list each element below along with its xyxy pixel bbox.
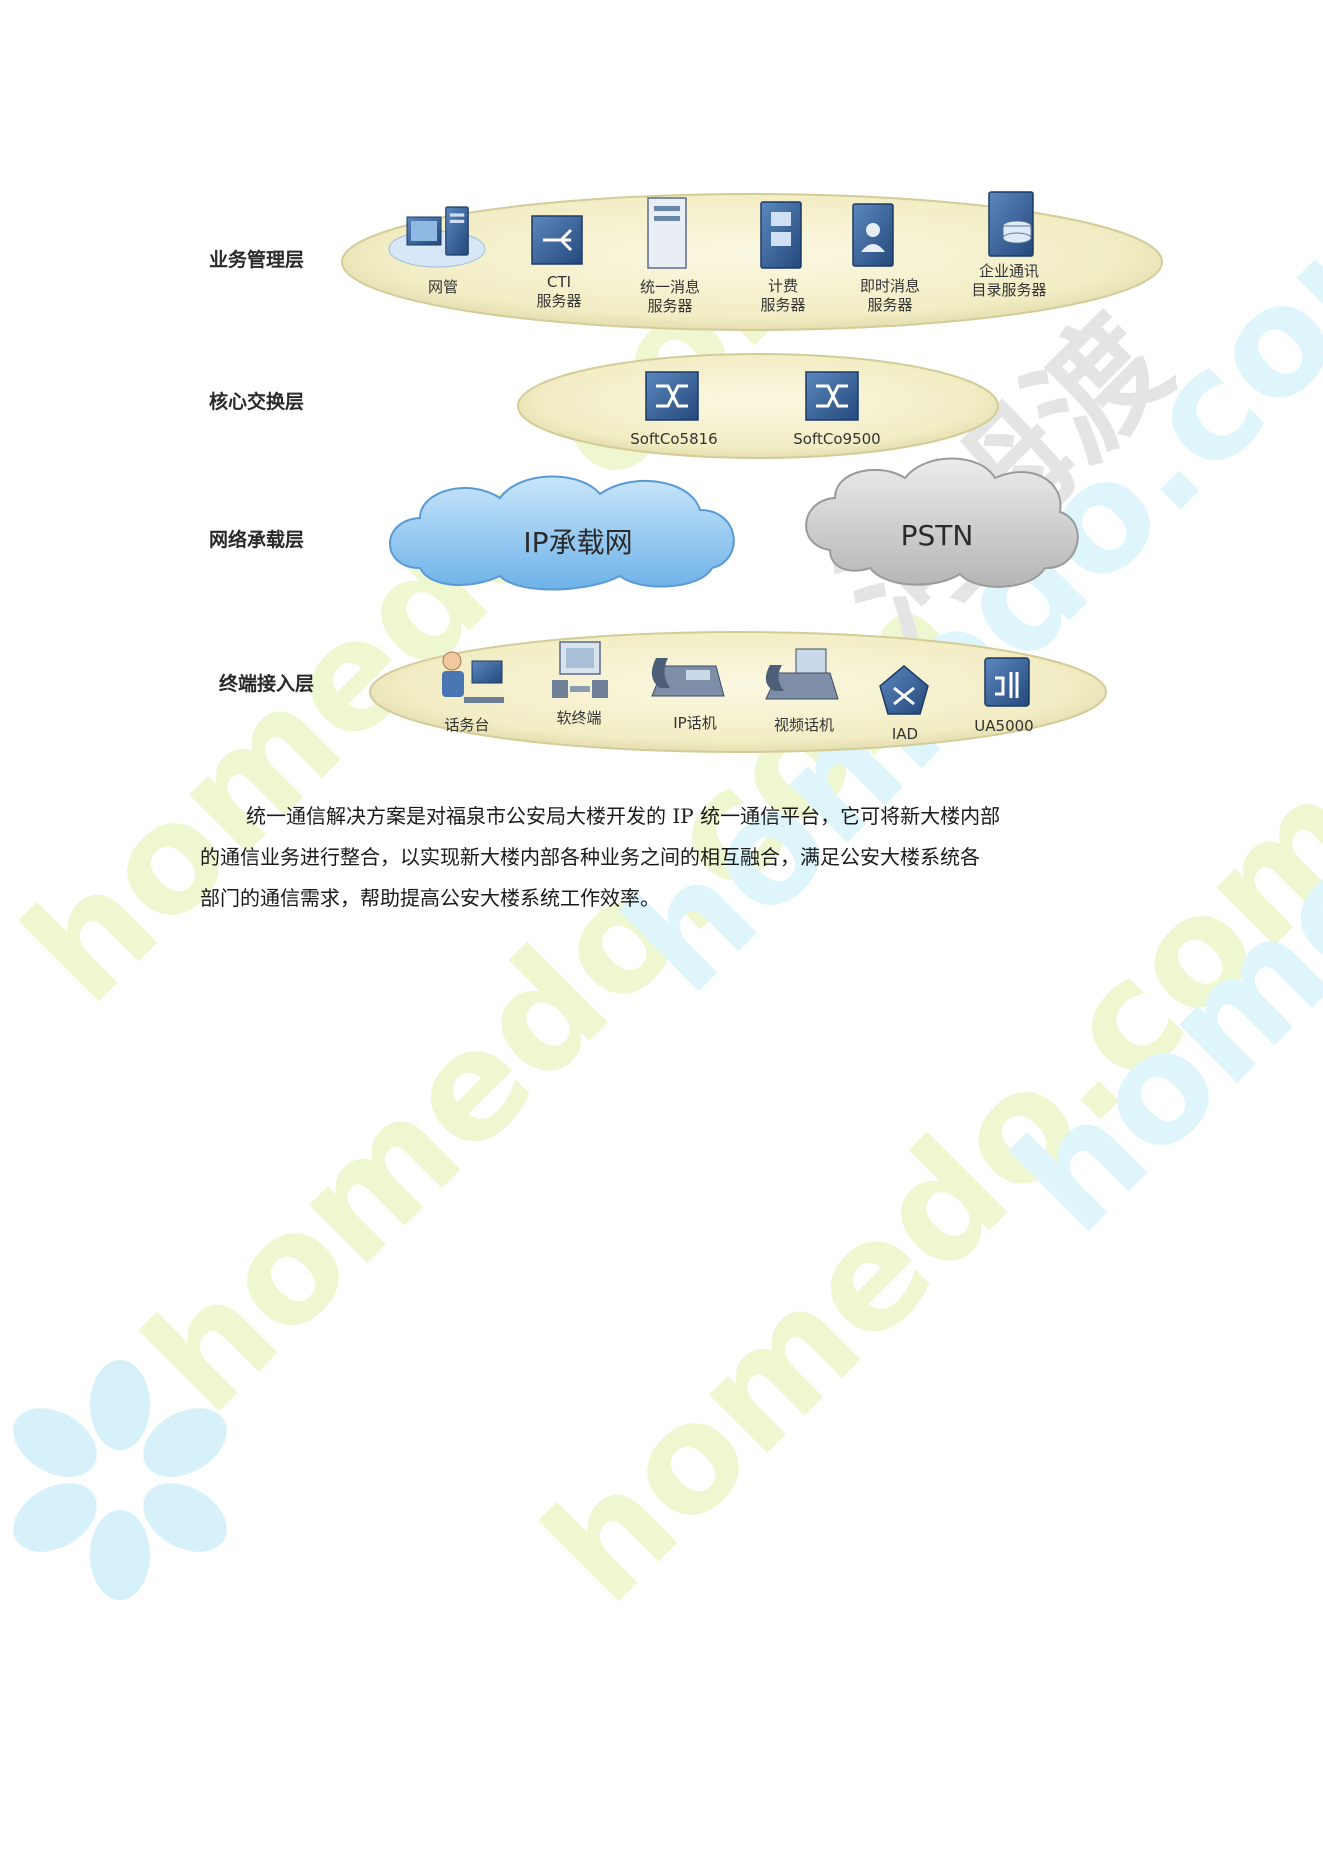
device-label: SoftCo5816 [630, 430, 717, 448]
watermark-flower-icon [13, 1360, 227, 1600]
device-label: 软终端 [556, 709, 601, 727]
video-phone-icon [765, 648, 839, 700]
device-label: 统一消息 [640, 278, 700, 296]
network-management-icon [388, 206, 486, 268]
layer-label-terminal: 终端接入层 [219, 672, 314, 695]
core-layer-ellipse [517, 353, 999, 459]
device-label: 服务器 [536, 292, 581, 310]
layer-label-business: 业务管理层 [209, 248, 304, 271]
device-label: UA5000 [974, 717, 1033, 735]
operator-console-icon [442, 651, 504, 703]
billing-server-icon [760, 201, 802, 269]
device-label: 服务器 [867, 296, 912, 314]
unified-message-server-icon [647, 197, 687, 269]
cloud-label: PSTN [901, 519, 974, 552]
core-device: SoftCo9500 [793, 371, 881, 448]
device-label: SoftCo9500 [793, 430, 880, 448]
business-device: 网管 [388, 206, 486, 296]
terminal-device: 视频话机 [765, 648, 839, 734]
terminal-device: 话务台 [442, 651, 504, 734]
business-device: 企业通讯 目录服务器 [971, 191, 1047, 299]
business-device: 计费 服务器 [760, 201, 806, 314]
body-paragraph: 统一通信解决方案是对福泉市公安局大楼开发的 IP 统一通信平台，它可将新大楼内部… [200, 796, 1135, 919]
terminal-device: UA5000 [974, 657, 1034, 735]
device-label: IAD [892, 725, 918, 743]
device-label: 计费 [768, 277, 798, 295]
cloud-label: IP承载网 [523, 526, 632, 559]
paragraph-line: 统一通信解决方案是对福泉市公安局大楼开发的 IP 统一通信平台，它可将新大楼内部 [246, 804, 1001, 828]
device-label: 视频话机 [774, 716, 834, 734]
ua5000-icon [984, 657, 1030, 707]
architecture-diagram: 业务管理层 核心交换层 网络承载层 终端接入层 网管 CTI 服务器 统一消息 … [209, 191, 1163, 753]
ip-bearer-network-cloud: IP承载网 [389, 475, 735, 591]
layer-label-core: 核心交换层 [209, 390, 304, 413]
instant-message-server-icon [852, 203, 894, 267]
core-device: SoftCo5816 [630, 371, 718, 448]
cti-server-icon [531, 215, 583, 265]
directory-server-icon [988, 191, 1034, 257]
terminal-device: IP话机 [651, 658, 725, 732]
terminal-device: IAD [879, 665, 929, 743]
iad-icon [879, 665, 929, 715]
ip-phone-icon [651, 658, 725, 697]
paragraph-line: 部门的通信需求，帮助提高公安大楼系统工作效率。 [200, 886, 660, 910]
device-label: 目录服务器 [971, 281, 1046, 299]
softswitch-icon [805, 371, 859, 421]
device-label: CTI [547, 273, 571, 291]
pstn-cloud: PSTN [805, 457, 1079, 588]
device-label: 网管 [428, 278, 458, 296]
soft-terminal-icon [552, 641, 608, 698]
softswitch-icon [645, 371, 699, 421]
device-label: IP话机 [673, 714, 716, 732]
terminal-device: 软终端 [552, 641, 608, 727]
terminal-layer-ellipse [369, 631, 1107, 753]
device-label: 服务器 [760, 296, 805, 314]
device-label: 话务台 [444, 716, 489, 734]
paragraph-line: 的通信业务进行整合，以实现新大楼内部各种业务之间的相互融合，满足公安大楼系统各 [200, 845, 980, 869]
business-device: CTI 服务器 [531, 215, 583, 310]
layer-label-network: 网络承载层 [209, 528, 304, 551]
business-device: 即时消息 服务器 [852, 203, 920, 314]
business-device: 统一消息 服务器 [640, 197, 700, 315]
device-label: 企业通讯 [979, 262, 1039, 280]
device-label: 即时消息 [860, 277, 920, 295]
device-label: 服务器 [647, 297, 692, 315]
